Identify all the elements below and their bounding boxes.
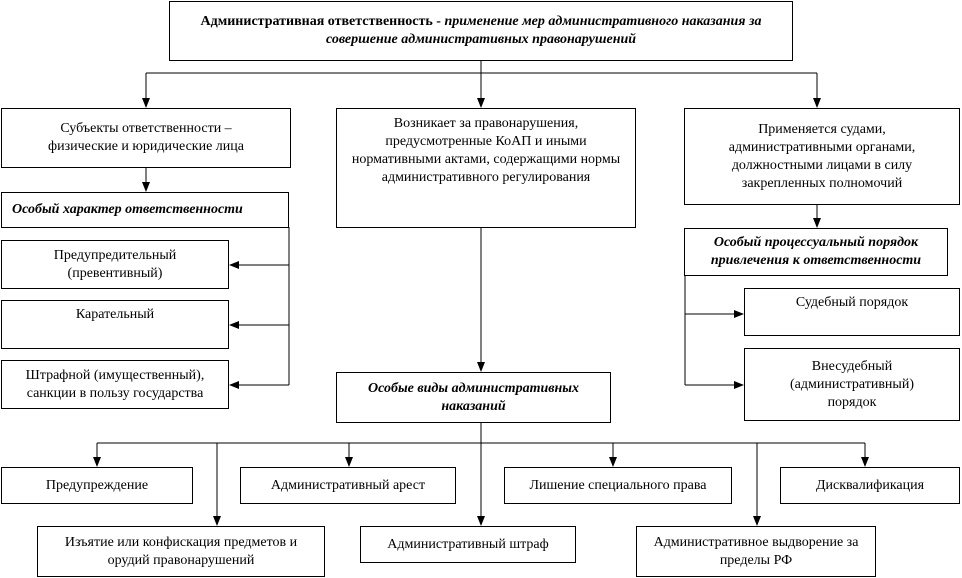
punishment-arrest: Административный арест (240, 467, 456, 504)
punitive-box: Карательный (1, 300, 229, 349)
punishment-disqualification: Дисквалификация (780, 467, 960, 504)
special-procedure-box: Особый процессуальный порядок привлечени… (684, 228, 948, 276)
punishment-confiscation: Изъятие или конфискация предметов и оруд… (37, 526, 325, 577)
applied-box: Применяется судами, административными ор… (684, 108, 960, 205)
special-types-box: Особые виды административных наказаний (336, 372, 611, 423)
judicial-box: Судебный порядок (744, 288, 960, 336)
title-box: Административная ответственность - приме… (169, 1, 793, 61)
extrajudicial-box: Внесудебный (административный) порядок (744, 348, 960, 421)
title-text: Административная ответственность - приме… (184, 13, 778, 49)
punishment-deprivation-of-right: Лишение специального права (504, 467, 732, 504)
subjects-box: Субъекты ответственности – физические и … (1, 108, 291, 168)
punishment-fine: Административный штраф (360, 526, 576, 563)
punishment-warning: Предупреждение (1, 467, 193, 504)
title-lead: Административная ответственность - (200, 14, 445, 29)
punishment-expulsion: Административное выдворение за пределы Р… (636, 526, 876, 577)
title-definition: применение мер административного наказан… (325, 14, 762, 47)
arises-box: Возникает за правонарушения, предусмотре… (336, 108, 636, 228)
special-character-box: Особый характер ответственности (1, 192, 289, 228)
preventive-box: Предупредительный (превентивный) (1, 240, 229, 289)
fine-sanctions-box: Штрафной (имущественный), санкции в поль… (1, 360, 229, 409)
